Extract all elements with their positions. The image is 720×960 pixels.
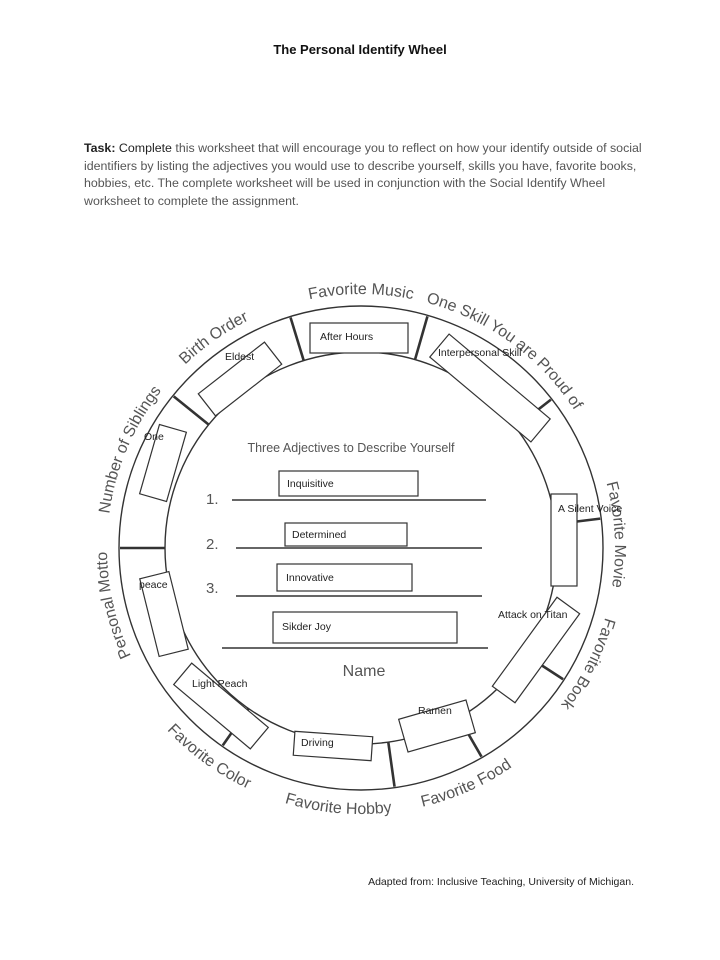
segment-answer-box[interactable] bbox=[292, 730, 374, 762]
segment-answer: Attack on Titan bbox=[498, 609, 568, 621]
adjective-box-2[interactable] bbox=[284, 522, 408, 547]
segment-answer-box[interactable] bbox=[197, 341, 283, 417]
task-label: Task: bbox=[84, 141, 116, 155]
segment-answer-box[interactable] bbox=[397, 699, 477, 753]
segment-answer: A Silent Voice bbox=[558, 503, 622, 515]
segment-answer: Eldest bbox=[225, 351, 254, 363]
segment-divider bbox=[289, 317, 305, 361]
task-paragraph: Task: Complete this worksheet that will … bbox=[84, 140, 644, 210]
segment-answer-box[interactable] bbox=[172, 662, 270, 750]
name-value: Sikder Joy bbox=[282, 621, 332, 633]
name-box[interactable] bbox=[272, 611, 458, 644]
segment: Favorite Food Ramen bbox=[397, 699, 514, 811]
adjective-number-3: 3. bbox=[206, 580, 219, 597]
segment-divider bbox=[413, 315, 429, 360]
segment-answer: Driving bbox=[301, 737, 334, 749]
wheel-outer-circle bbox=[118, 305, 604, 791]
segment-answer-box[interactable] bbox=[428, 333, 552, 443]
segment-answer-box[interactable] bbox=[491, 596, 581, 704]
segment-divider bbox=[172, 395, 210, 426]
segment-answer: peace bbox=[139, 579, 168, 591]
segment-label: Favorite Music bbox=[307, 281, 415, 303]
segment-label: Favorite Food bbox=[419, 756, 514, 811]
adjective-number-1: 1. bbox=[206, 491, 219, 508]
task-body: this worksheet that will encourage you t… bbox=[84, 141, 642, 208]
adjective-box-3[interactable] bbox=[276, 563, 413, 592]
name-label: Name bbox=[343, 663, 386, 680]
task-lead-word: Complete bbox=[118, 141, 172, 155]
adjectives-heading: Three Adjectives to Describe Yourself bbox=[247, 441, 455, 455]
segment-answer: After Hours bbox=[320, 331, 373, 343]
adjective-number-2: 2. bbox=[206, 536, 219, 553]
adjective-value-1: Inquisitive bbox=[287, 478, 334, 490]
segment-label: Favorite Movie bbox=[603, 480, 628, 589]
page-title: The Personal Identify Wheel bbox=[273, 42, 447, 57]
segment-answer: Light Peach bbox=[192, 678, 248, 690]
adjective-value-3: Innovative bbox=[286, 572, 334, 584]
segment-answer-box[interactable] bbox=[309, 322, 409, 354]
adjective-box-1[interactable] bbox=[278, 470, 419, 497]
segment-answer-box[interactable] bbox=[138, 423, 188, 503]
segment-answer: Ramen bbox=[418, 705, 452, 717]
segment-answer: Interpersonal Skill bbox=[438, 347, 521, 359]
segment-answer: One bbox=[144, 431, 164, 443]
segment-label: Personal Motto bbox=[94, 552, 135, 662]
adjective-value-2: Determined bbox=[292, 529, 346, 541]
segment-answer-box[interactable] bbox=[139, 570, 189, 658]
wheel-center: Three Adjectives to Describe Yourself 1.… bbox=[206, 441, 488, 680]
segment-divider bbox=[386, 741, 396, 787]
segment: Favorite Hobby Driving bbox=[283, 730, 392, 818]
segment-label: Favorite Hobby bbox=[283, 790, 392, 818]
attribution-footer: Adapted from: Inclusive Teaching, Univer… bbox=[368, 876, 634, 888]
segment: One Skill You are Proud ofInterpersonal … bbox=[425, 290, 586, 443]
segment-answer-box[interactable] bbox=[550, 493, 578, 587]
segment: Personal Motto peace bbox=[94, 552, 189, 662]
